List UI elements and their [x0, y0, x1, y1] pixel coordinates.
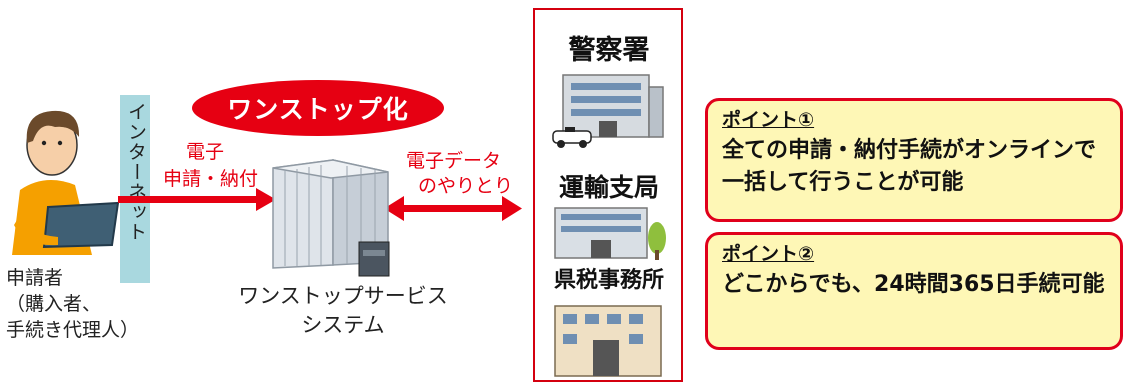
application-label-line2: 申請・納付 — [163, 168, 259, 190]
point-2-body: どこからでも、24時間365日手続可能 — [722, 272, 1105, 297]
tax-office-icon — [554, 305, 662, 377]
data-exchange-label-line2: のやりとり — [418, 175, 514, 197]
applicant-title: 申請者 — [6, 267, 64, 289]
internet-band — [120, 95, 150, 283]
point-1-box: ポイント① 全ての申請・納付手続がオンラインで一括して行うことが可能 — [705, 98, 1123, 222]
laptop-icon — [42, 201, 120, 249]
transport-bureau-icon — [554, 207, 666, 260]
applicant-sub-label-1: （購入者、 — [6, 293, 102, 315]
tape-drive-icon — [358, 241, 390, 277]
tax-office-label: 県税事務所 — [553, 268, 664, 293]
point-1-title: ポイント① — [722, 109, 815, 131]
data-exchange-label-line1: 電子データ — [406, 150, 502, 172]
police-station-label: 警察署 — [568, 35, 650, 66]
applicant-illustration — [12, 110, 120, 255]
transport-bureau-label: 運輸支局 — [558, 173, 659, 202]
point-1-body: 全ての申請・納付手続がオンラインで一括して行うことが可能 — [722, 138, 1097, 195]
agencies-panel: 警察署 運輸支局 県税事務所 — [533, 8, 683, 382]
system-label-line2: システム — [301, 313, 385, 337]
internet-label: インターネット — [125, 102, 147, 242]
system-label: ワンストップサービス システム — [218, 282, 468, 340]
server-rack-icon — [272, 159, 389, 269]
application-arrow — [118, 188, 276, 211]
onestop-badge: ワンストップ化 — [192, 80, 444, 136]
applicant-hair — [26, 110, 80, 143]
system-label-line1: ワンストップサービス — [238, 284, 448, 308]
data-exchange-arrow — [384, 196, 522, 221]
application-label-line1: 電子 — [186, 141, 225, 163]
applicant-sub-label-2: 手続き代理人） — [6, 319, 140, 341]
server-system-illustration — [272, 159, 390, 277]
point-2-title: ポイント② — [722, 243, 815, 265]
point-2-box: ポイント② どこからでも、24時間365日手続可能 — [705, 232, 1123, 350]
police-station-icon — [552, 74, 664, 148]
applicant-label: 申請者 （購入者、 手続き代理人） — [6, 265, 156, 343]
